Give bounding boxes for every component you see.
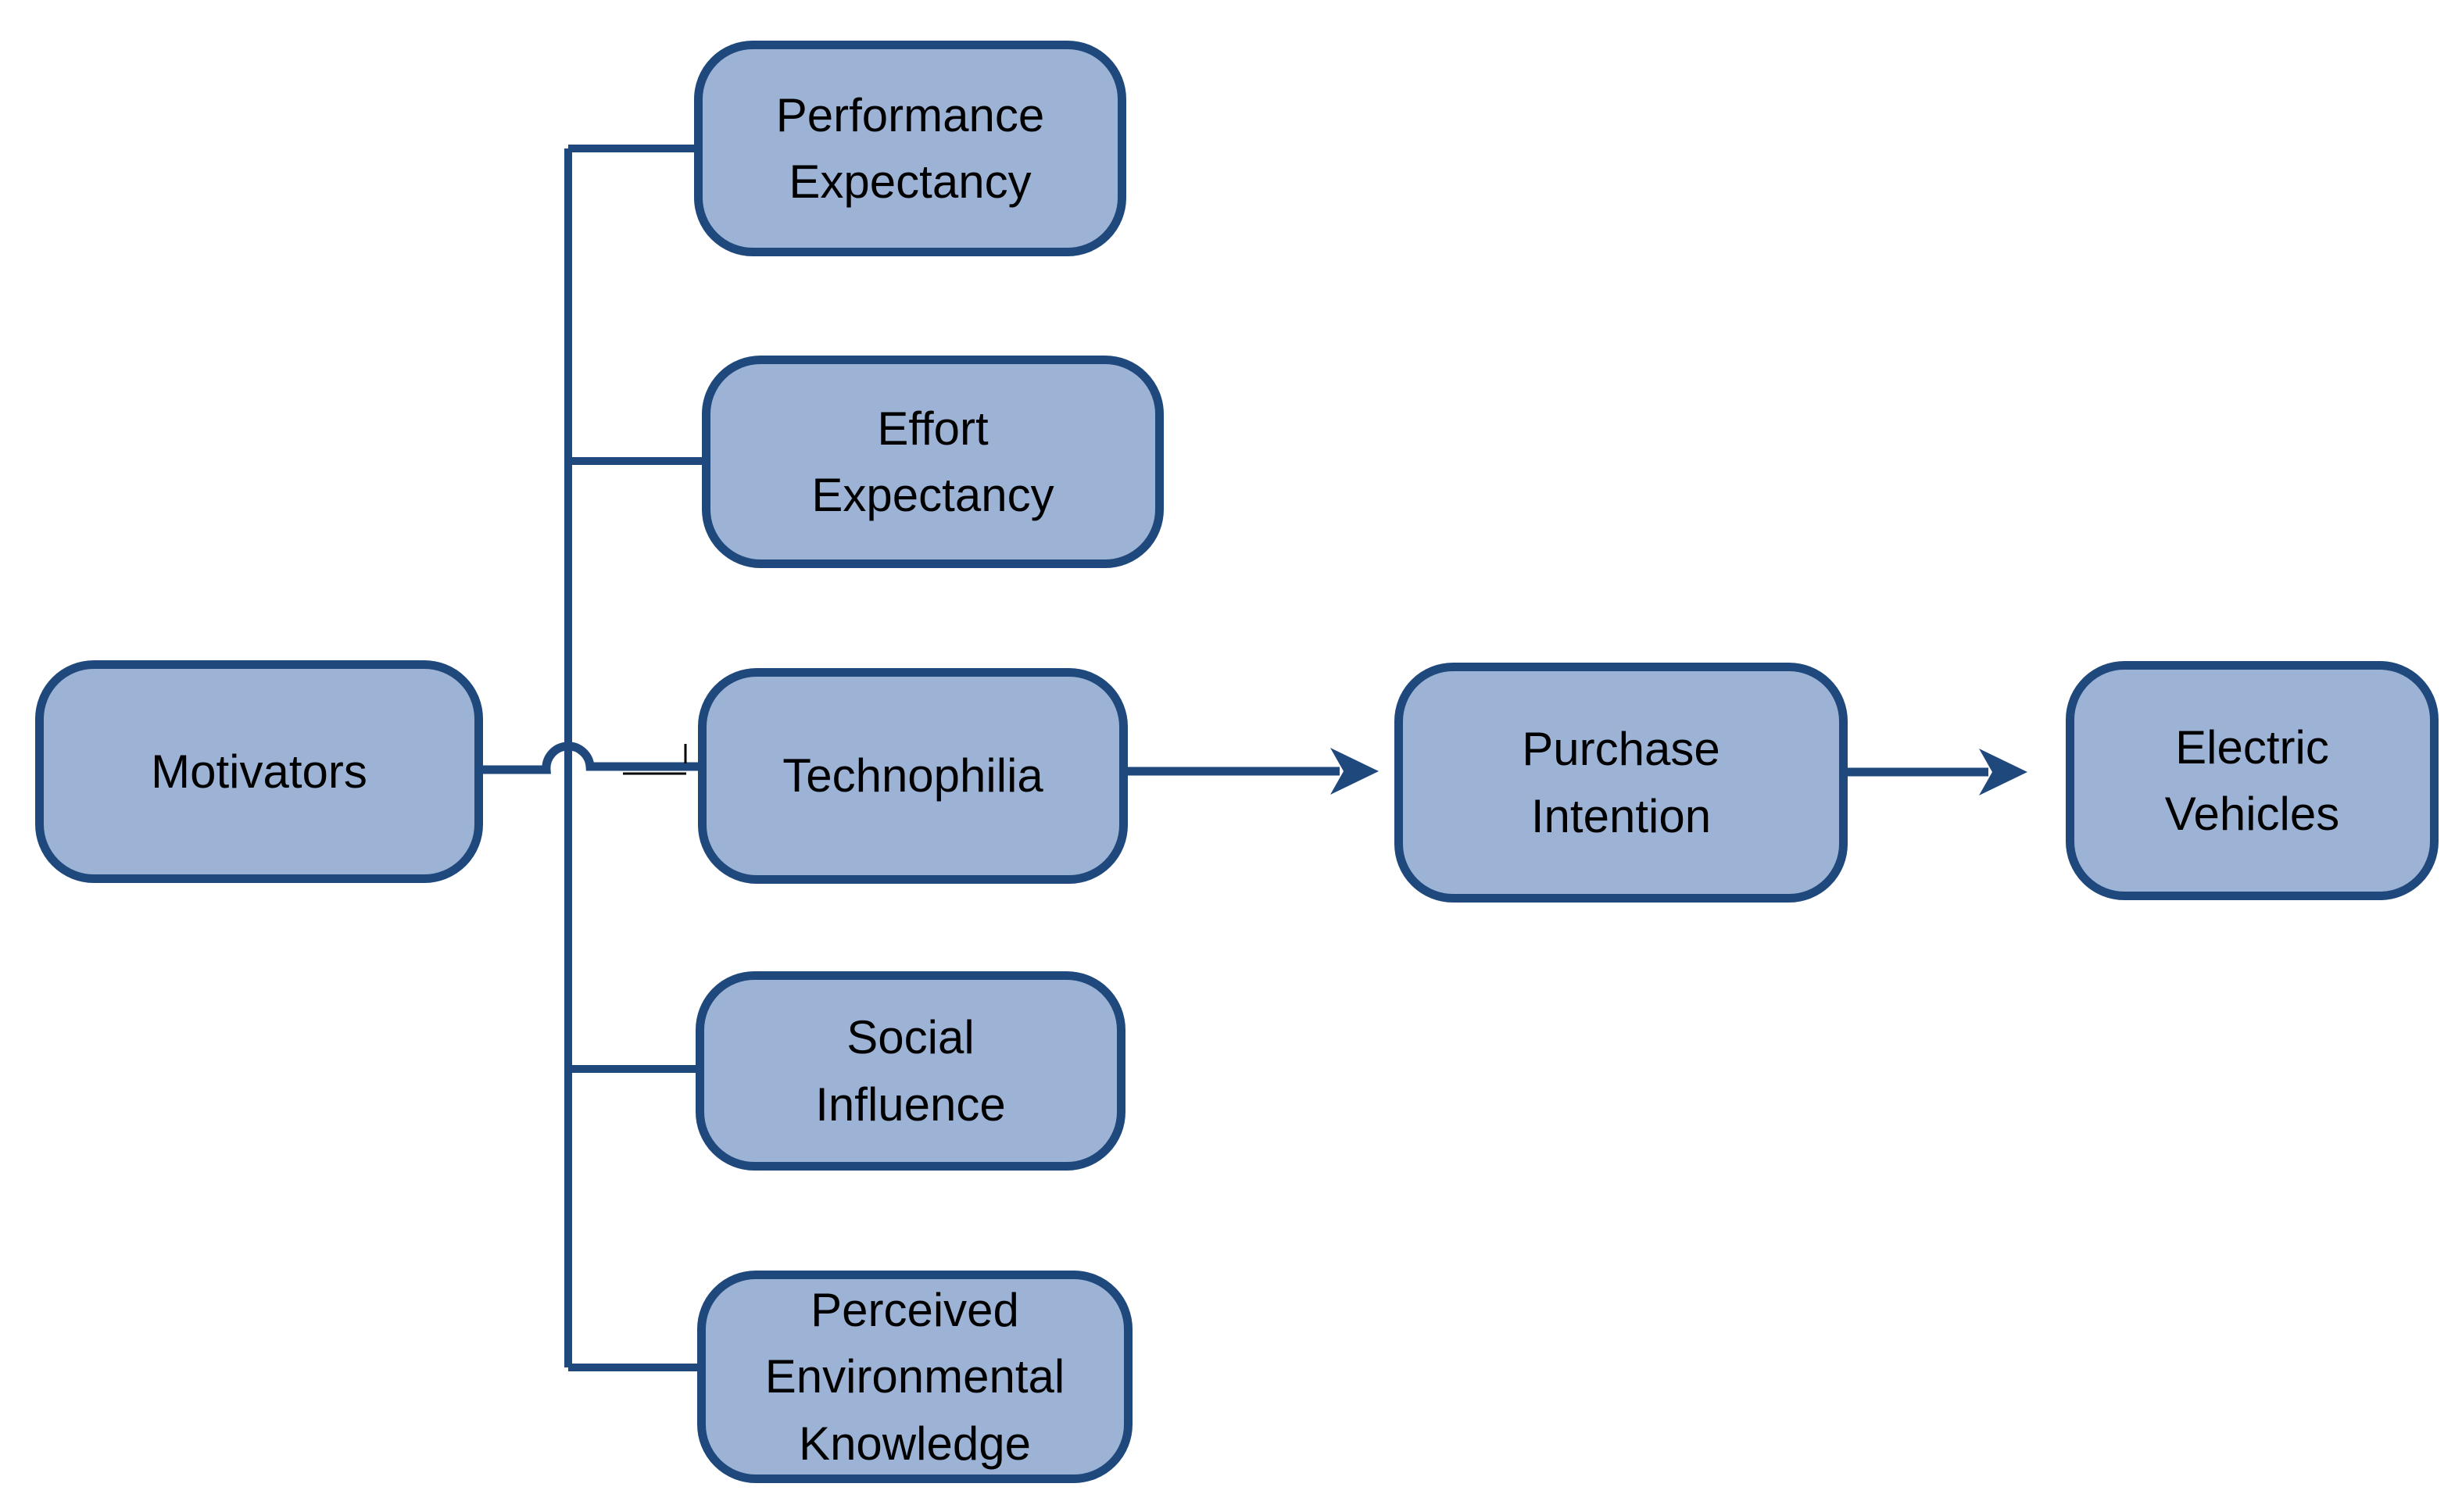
- stray-black-mark: [623, 744, 687, 775]
- node-technophilia-label: Technophilia: [782, 749, 1043, 802]
- node-purchase-intention: Purchase Intention: [1394, 663, 1848, 903]
- node-effort-expectancy: Effort Expectancy: [702, 356, 1164, 568]
- node-perceived-environmental-knowledge-label: Perceived Environmental Knowledge: [764, 1284, 1065, 1470]
- node-electric-vehicles: Electric Vehicles: [2066, 661, 2439, 900]
- node-effort-expectancy-label: Effort Expectancy: [811, 402, 1054, 521]
- node-performance-expectancy: Performance Expectancy: [694, 41, 1126, 256]
- edge-motivators-technophilia-line: [478, 742, 700, 774]
- node-performance-expectancy-label: Performance Expectancy: [775, 88, 1045, 208]
- node-social-influence-label: Social Influence: [815, 1011, 1006, 1131]
- arrowhead-purchase-electric-icon: [1979, 749, 2027, 795]
- node-technophilia: Technophilia: [698, 668, 1128, 884]
- arrowhead-technophilia-purchase-icon: [1330, 748, 1379, 795]
- node-motivators-label: Motivators: [151, 745, 367, 798]
- node-social-influence: Social Influence: [696, 971, 1125, 1171]
- node-motivators: Motivators: [35, 660, 483, 883]
- node-electric-vehicles-label: Electric Vehicles: [2164, 720, 2340, 840]
- node-purchase-intention-label: Purchase Intention: [1522, 723, 1720, 842]
- node-perceived-environmental-knowledge: Perceived Environmental Knowledge: [697, 1271, 1133, 1483]
